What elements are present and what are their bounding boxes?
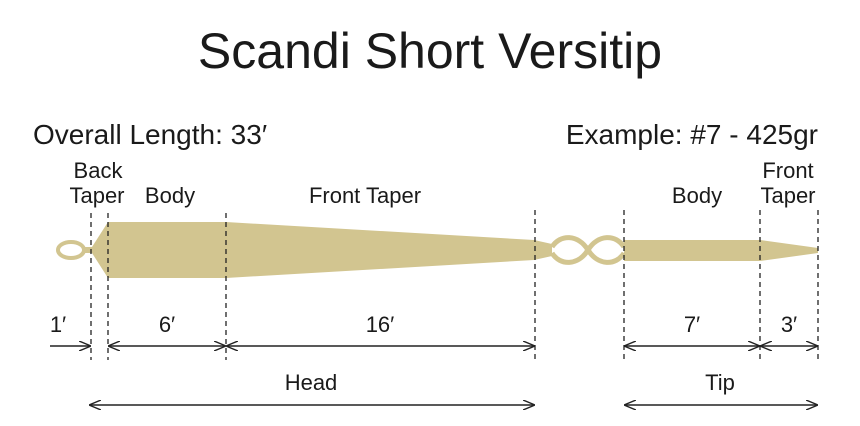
group-tip-label: Tip bbox=[705, 370, 735, 395]
dim-back-taper: 1′ bbox=[50, 312, 66, 337]
example-weight: Example: #7 - 425gr bbox=[566, 119, 818, 150]
label-tip-body: Body bbox=[672, 183, 722, 208]
tip-line bbox=[624, 240, 818, 261]
dim-tip-body: 7′ bbox=[684, 312, 700, 337]
loop-to-loop-connection bbox=[549, 235, 627, 265]
label-front-taper: Front Taper bbox=[309, 183, 421, 208]
dim-tip-front-taper: 3′ bbox=[781, 312, 797, 337]
group-head-label: Head bbox=[285, 370, 338, 395]
fly-line bbox=[56, 222, 818, 278]
head-line bbox=[84, 222, 552, 278]
overall-length: Overall Length: 33′ bbox=[33, 119, 267, 150]
diagram-title: Scandi Short Versitip bbox=[198, 23, 662, 79]
label-tip-front-taper-line2: Taper bbox=[760, 183, 815, 208]
label-back-taper-line1: Back bbox=[74, 158, 124, 183]
dim-body: 6′ bbox=[159, 312, 175, 337]
label-body: Body bbox=[145, 183, 195, 208]
dim-front-taper: 16′ bbox=[366, 312, 395, 337]
label-tip-front-taper-line1: Front bbox=[762, 158, 813, 183]
label-back-taper-line2: Taper bbox=[69, 183, 124, 208]
section-dividers bbox=[90, 210, 819, 360]
rear-loop bbox=[56, 240, 86, 260]
